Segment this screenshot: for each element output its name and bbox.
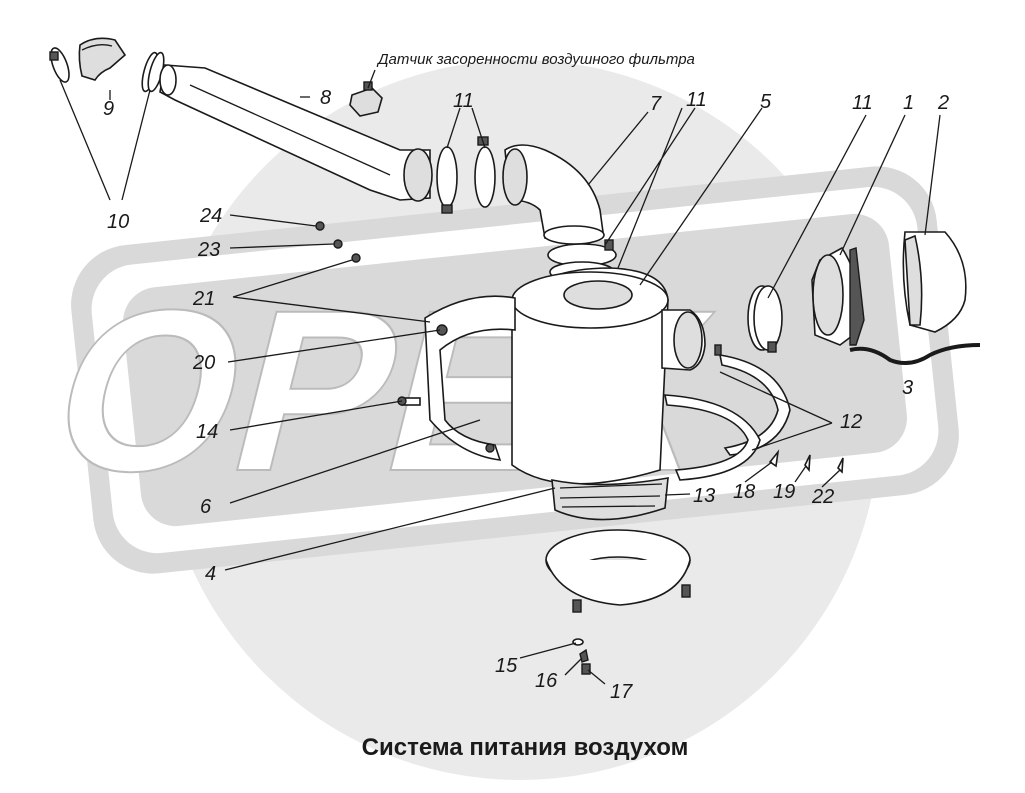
callout-2: 2 xyxy=(937,92,949,114)
part-9-elbow xyxy=(78,37,127,81)
leader-lines xyxy=(59,79,941,685)
callout-20: 20 xyxy=(192,352,215,374)
callout-11-pipe: 11 xyxy=(453,90,474,112)
callout-17: 17 xyxy=(610,681,633,703)
callout-19: 19 xyxy=(773,481,795,503)
callout-12: 12 xyxy=(840,411,862,433)
callout-10: 10 xyxy=(107,211,129,233)
callout-21: 21 xyxy=(192,288,215,310)
callout-7: 7 xyxy=(650,93,662,115)
part-5-filter-housing xyxy=(511,267,706,485)
sensor-icon xyxy=(349,81,383,117)
callout-13: 13 xyxy=(693,485,715,507)
part-2-cover xyxy=(902,231,967,333)
callout-labels: 9 10 8 11 7 11 5 11 1 2 3 24 23 21 20 14… xyxy=(103,87,949,703)
callout-8: 8 xyxy=(320,87,331,109)
callout-24: 24 xyxy=(199,205,222,227)
part-7-elbow xyxy=(502,144,605,245)
diagram-title: Система питания воздухом xyxy=(362,734,689,761)
part-11-clamp-right xyxy=(747,285,783,353)
part-10-clamp-left xyxy=(49,47,70,83)
callout-14: 14 xyxy=(196,421,218,443)
part-13-filter-element xyxy=(551,477,669,521)
callout-18: 18 xyxy=(733,481,755,503)
part-3-seal xyxy=(849,343,981,366)
callout-22: 22 xyxy=(811,486,834,508)
callout-16: 16 xyxy=(535,670,558,692)
callout-11-elbow: 11 xyxy=(686,89,707,111)
part-12-strap-bands xyxy=(664,344,791,481)
callout-23: 23 xyxy=(197,239,220,261)
part-filter-cap xyxy=(545,529,691,613)
sensor-label: Датчик засоренности воздушного фильтра xyxy=(376,51,695,68)
callout-1: 1 xyxy=(903,92,914,114)
callout-3: 3 xyxy=(902,377,913,399)
callout-15: 15 xyxy=(495,655,518,677)
callout-6: 6 xyxy=(200,496,212,518)
part-1-adapter xyxy=(811,246,865,346)
callout-11-right: 11 xyxy=(852,92,873,114)
callout-9: 9 xyxy=(103,98,114,120)
part-8-intake-pipe xyxy=(159,64,433,202)
callout-4: 4 xyxy=(205,563,216,585)
callout-5: 5 xyxy=(760,91,772,113)
part-23-24-nuts xyxy=(315,221,361,263)
